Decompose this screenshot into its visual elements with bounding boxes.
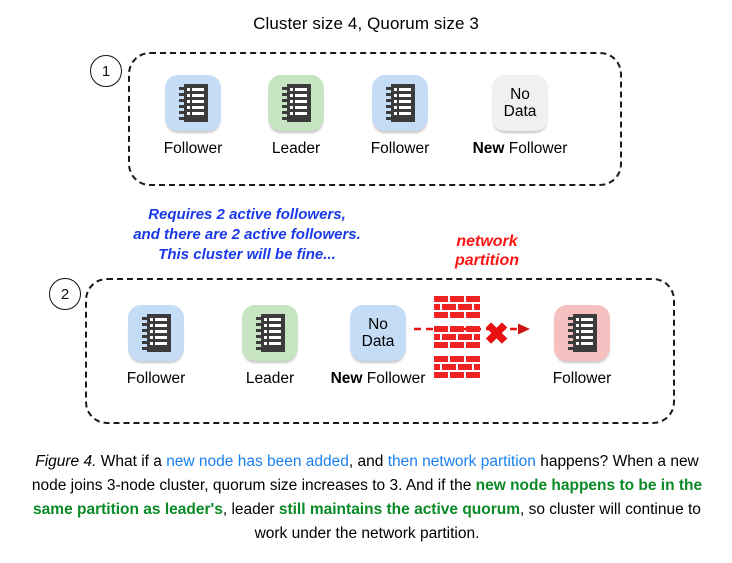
- caption-seg-2-blue: new node has been added: [166, 453, 349, 470]
- node-chip: [372, 75, 428, 131]
- node-label-rest: Follower: [362, 370, 426, 387]
- cluster-box-2: [85, 278, 675, 424]
- red-x-icon: ✖: [484, 318, 510, 351]
- node-label-rest: Follower: [126, 370, 186, 387]
- step-marker-1-label: 1: [101, 62, 111, 80]
- no-data-line1: No: [510, 86, 530, 103]
- no-data-line1: No: [368, 316, 388, 333]
- node-label: New Follower: [330, 370, 426, 388]
- brick-wall-icon: [434, 326, 480, 348]
- caption-seg-1: What if a: [96, 453, 167, 470]
- caption-seg-8-green: still maintains the active quorum: [278, 501, 521, 518]
- network-partition-line-2: partition: [455, 252, 519, 269]
- node-row1-1[interactable]: Leader: [248, 75, 344, 158]
- node-label-rest: Follower: [504, 140, 568, 157]
- network-partition-graphic: ✖: [414, 296, 538, 386]
- node-label: Follower: [145, 140, 241, 158]
- ledger-icon: [142, 314, 171, 352]
- node-row1-2[interactable]: Follower: [352, 75, 448, 158]
- step-marker-1: 1: [90, 55, 122, 87]
- node-label-rest: Leader: [271, 140, 321, 157]
- figure-label: Figure 4.: [35, 453, 97, 470]
- annotation-line-3: This cluster will be fine...: [158, 246, 336, 263]
- node-chip: [242, 305, 298, 361]
- caption-seg-9: , so cluster will continue to work under…: [254, 501, 701, 542]
- node-chip: [268, 75, 324, 131]
- annotation-line-2: and there are 2 active followers.: [133, 226, 361, 243]
- node-row2-2[interactable]: No Data New Follower: [330, 305, 426, 388]
- caption-seg-3: , and: [348, 453, 388, 470]
- node-label: Leader: [248, 140, 344, 158]
- step-marker-2-label: 2: [60, 285, 70, 303]
- ledger-icon: [256, 314, 285, 352]
- node-chip: No Data: [350, 305, 406, 361]
- node-chip: [554, 305, 610, 361]
- node-label-rest: Follower: [370, 140, 430, 157]
- node-row1-0[interactable]: Follower: [145, 75, 241, 158]
- ledger-icon: [568, 314, 597, 352]
- caption-seg-5: happens? When a new node joins 3-node cl…: [31, 453, 699, 494]
- node-row1-3[interactable]: No Data New Follower: [472, 75, 568, 158]
- node-label-rest: Follower: [552, 370, 612, 387]
- no-data-text: No Data: [504, 86, 537, 120]
- node-chip: [128, 305, 184, 361]
- caption-seg-4-blue: then network partition: [387, 453, 536, 470]
- annotation-line-1: Requires 2 active followers,: [148, 206, 346, 223]
- node-label-rest: Follower: [163, 140, 223, 157]
- no-data-text: No Data: [362, 316, 395, 350]
- node-label-rest: Leader: [245, 370, 295, 387]
- node-label-bold: New: [330, 370, 363, 387]
- node-row2-0[interactable]: Follower: [108, 305, 204, 388]
- node-row2-3[interactable]: Follower: [534, 305, 630, 388]
- network-partition-line-1: network: [456, 233, 518, 250]
- cluster-box-1: [128, 52, 622, 186]
- node-chip: No Data: [492, 75, 548, 131]
- network-partition-label: network partition: [407, 232, 567, 270]
- annotation-quorum-note: Requires 2 active followers, and there a…: [72, 205, 422, 265]
- page-title: Cluster size 4, Quorum size 3: [253, 14, 479, 33]
- node-label: Leader: [222, 370, 318, 388]
- brick-wall-icon: [434, 296, 480, 318]
- node-row2-1[interactable]: Leader: [222, 305, 318, 388]
- ledger-icon: [386, 84, 415, 122]
- node-label: Follower: [352, 140, 448, 158]
- node-label: Follower: [534, 370, 630, 388]
- no-data-line2: Data: [361, 333, 395, 350]
- node-label: Follower: [108, 370, 204, 388]
- brick-wall-icon: [434, 356, 480, 378]
- ledger-icon: [179, 84, 208, 122]
- caption-seg-7: , leader: [222, 501, 279, 518]
- node-label-bold: New: [472, 140, 505, 157]
- node-chip: [165, 75, 221, 131]
- caption-seg-6-green: new node happens to be in the same parti…: [33, 477, 703, 518]
- step-marker-2: 2: [49, 278, 81, 310]
- node-label: New Follower: [472, 140, 568, 158]
- no-data-line2: Data: [503, 103, 537, 120]
- figure-caption: Figure 4. What if a new node has been ad…: [24, 450, 710, 546]
- ledger-icon: [282, 84, 311, 122]
